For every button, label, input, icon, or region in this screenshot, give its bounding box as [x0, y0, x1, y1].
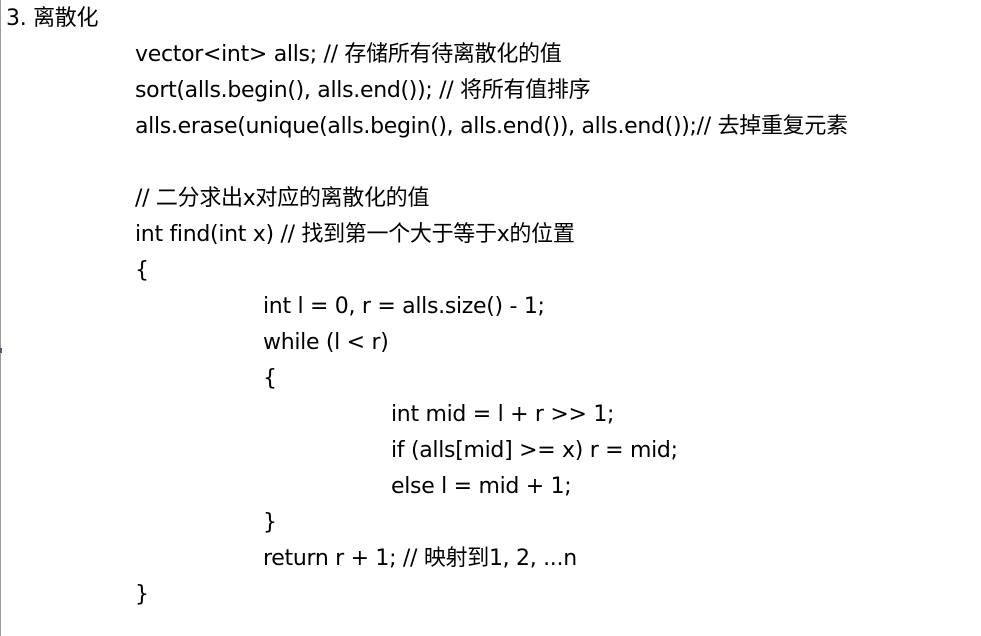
code-line-15: return r + 1; // 映射到1, 2, ...n [263, 546, 577, 571]
code-line-11: int mid = l + r >> 1; [391, 402, 615, 427]
section-heading: 3. 离散化 [6, 6, 99, 31]
code-line-2: sort(alls.begin(), alls.end()); // 将所有值排… [135, 78, 591, 103]
code-line-3: alls.erase(unique(alls.begin(), alls.end… [135, 114, 848, 139]
code-line-10: { [263, 366, 277, 391]
code-line-5: // 二分求出x对应的离散化的值 [135, 186, 430, 211]
code-line-14: } [263, 510, 277, 535]
code-line-1: vector<int> alls; // 存储所有待离散化的值 [135, 42, 562, 67]
code-line-9: while (l < r) [263, 330, 389, 355]
code-line-13: else l = mid + 1; [391, 474, 572, 499]
left-border [0, 0, 1, 636]
code-line-7: { [135, 258, 149, 283]
code-line-8: int l = 0, r = alls.size() - 1; [263, 294, 545, 319]
border-marker [0, 348, 2, 353]
code-line-6: int find(int x) // 找到第一个大于等于x的位置 [135, 222, 575, 247]
code-line-16: } [135, 582, 149, 607]
code-line-12: if (alls[mid] >= x) r = mid; [391, 438, 678, 463]
